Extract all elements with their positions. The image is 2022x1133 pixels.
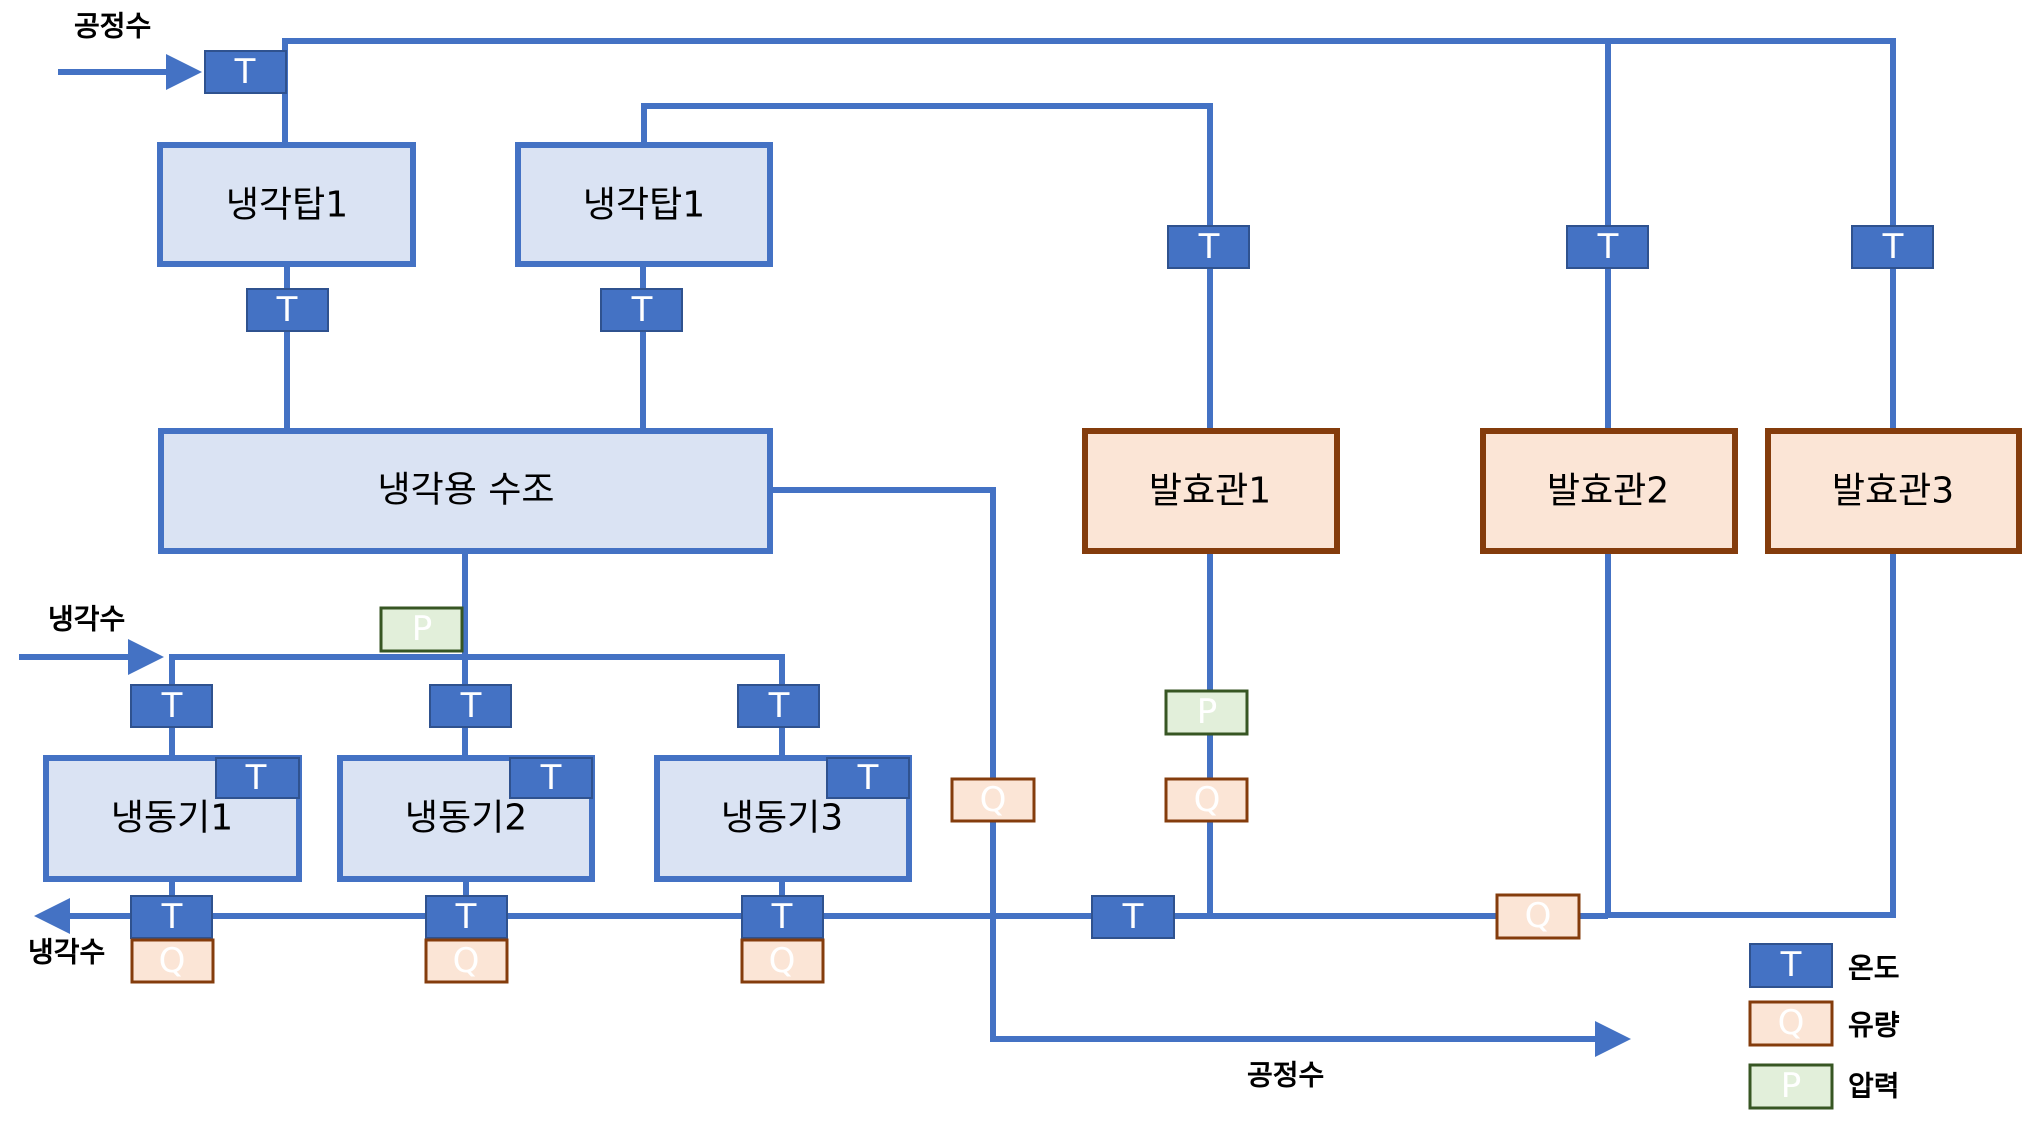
temperature-sensor-process-inlet[interactable]: T (204, 50, 287, 94)
sensor-symbol: T (1597, 227, 1619, 267)
legend-symbol: Q (1778, 1003, 1805, 1043)
cooling-tank-label: 냉각용 수조 (377, 470, 554, 511)
pipe-tower2-to-fermenter1 (641, 103, 1213, 225)
legend-label-pressure: 압력 (1848, 1070, 1900, 1103)
sensor-symbol: T (276, 290, 298, 330)
refrigerator-2-label: 냉동기2 (405, 798, 527, 839)
sensor-symbol: P (1197, 692, 1218, 732)
sensor-symbol: Q (453, 941, 480, 981)
sensor-symbol: T (245, 758, 267, 798)
pipe-fermenter-3-return (1608, 552, 1896, 918)
temperature-sensor-tower-2[interactable]: T (600, 288, 683, 332)
flow-sensor-fermenters-2-3[interactable]: Q (1495, 893, 1581, 940)
temperature-sensor-return-line[interactable]: T (1091, 895, 1175, 939)
sensor-symbol: T (540, 758, 562, 798)
pressure-sensor-cooling-header[interactable]: P (379, 606, 464, 653)
cooling-tower-1-label: 냉각탑1 (226, 185, 348, 226)
sensor-symbol: Q (769, 941, 796, 981)
sensor-symbol: T (1122, 897, 1144, 937)
pressure-sensor-fermenter-1[interactable]: P (1164, 689, 1249, 736)
sensor-symbol: T (455, 897, 477, 937)
cooling-tower-2[interactable]: 냉각탑1 (515, 142, 773, 267)
sensor-symbol: Q (980, 780, 1007, 820)
label-process-water-inlet: 공정수 (74, 10, 151, 43)
flow-sensor-refrigerator-1[interactable]: Q (130, 938, 215, 984)
label-process-water-outlet: 공정수 (1247, 1059, 1324, 1092)
sensor-symbol: T (768, 686, 790, 726)
temperature-sensor-refrigerator-3-inlet[interactable]: T (737, 684, 820, 728)
legend-item-temperature: T (1749, 943, 1833, 988)
temperature-sensor-refrigerator-1-internal[interactable]: T (215, 757, 300, 799)
sensor-symbol: T (1882, 227, 1904, 267)
sensor-symbol: P (412, 609, 433, 649)
sensor-symbol: Q (1194, 780, 1221, 820)
fermenter-2[interactable]: 발효관2 (1480, 428, 1738, 554)
sensor-symbol: T (771, 897, 793, 937)
temperature-sensor-refrigerator-1-inlet[interactable]: T (130, 684, 213, 728)
label-cooling-water-outlet: 냉각수 (28, 936, 105, 969)
fermenter-3-label: 발효관3 (1832, 471, 1954, 512)
legend-label-temperature: 온도 (1848, 952, 1900, 985)
temperature-sensor-fermenter-1-inlet[interactable]: T (1167, 225, 1250, 269)
flow-sensor-fermenter-1[interactable]: Q (1164, 777, 1249, 823)
sensor-symbol: Q (159, 941, 186, 981)
temperature-sensor-refrigerator-2-inlet[interactable]: T (429, 684, 512, 728)
legend: T 온도 Q 유량 P 압력 (1748, 943, 1900, 1110)
sensor-symbol: T (161, 897, 183, 937)
fermenter-1-label: 발효관1 (1149, 471, 1271, 512)
cooling-tower-1[interactable]: 냉각탑1 (157, 142, 416, 267)
label-cooling-water-inlet: 냉각수 (48, 603, 125, 636)
flow-sensor-refrigerator-2[interactable]: Q (424, 938, 509, 984)
sensor-symbol: T (460, 686, 482, 726)
sensor-symbol: T (1198, 227, 1220, 267)
legend-label-flow: 유량 (1848, 1009, 1900, 1042)
flow-sensor-refrigerator-3[interactable]: Q (740, 938, 825, 984)
refrigerator-1-label: 냉동기1 (111, 798, 233, 839)
temperature-sensor-tower-1[interactable]: T (246, 288, 329, 332)
cooling-tank[interactable]: 냉각용 수조 (158, 428, 773, 554)
temperature-sensor-fermenter-3-inlet[interactable]: T (1851, 225, 1934, 269)
sensor-symbol: T (234, 52, 256, 92)
temperature-sensor-fermenter-2-inlet[interactable]: T (1566, 225, 1649, 269)
temperature-sensor-refrigerator-3-outlet[interactable]: T (741, 895, 824, 939)
fermenter-1[interactable]: 발효관1 (1082, 428, 1340, 554)
legend-item-flow: Q (1748, 1000, 1834, 1047)
sensor-symbol: T (631, 290, 653, 330)
legend-symbol: T (1780, 945, 1802, 985)
temperature-sensor-refrigerator-1-outlet[interactable]: T (130, 895, 213, 939)
sensor-symbol: Q (1525, 896, 1552, 936)
fermenter-2-label: 발효관2 (1547, 471, 1669, 512)
temperature-sensor-refrigerator-3-internal[interactable]: T (826, 757, 910, 799)
temperature-sensor-refrigerator-2-outlet[interactable]: T (425, 895, 508, 939)
legend-item-pressure: P (1748, 1063, 1834, 1110)
sensor-symbol: T (161, 686, 183, 726)
flow-sensor-process-water-outlet[interactable]: Q (950, 777, 1036, 823)
temperature-sensor-refrigerator-2-internal[interactable]: T (509, 757, 593, 799)
fermenter-3[interactable]: 발효관3 (1765, 428, 2022, 554)
pipe-process-water-outlet (772, 487, 1631, 1057)
legend-symbol: P (1781, 1066, 1802, 1106)
cooling-tower-2-label: 냉각탑1 (583, 185, 705, 226)
refrigerator-3-label: 냉동기3 (721, 798, 843, 839)
sensor-symbol: T (857, 758, 879, 798)
